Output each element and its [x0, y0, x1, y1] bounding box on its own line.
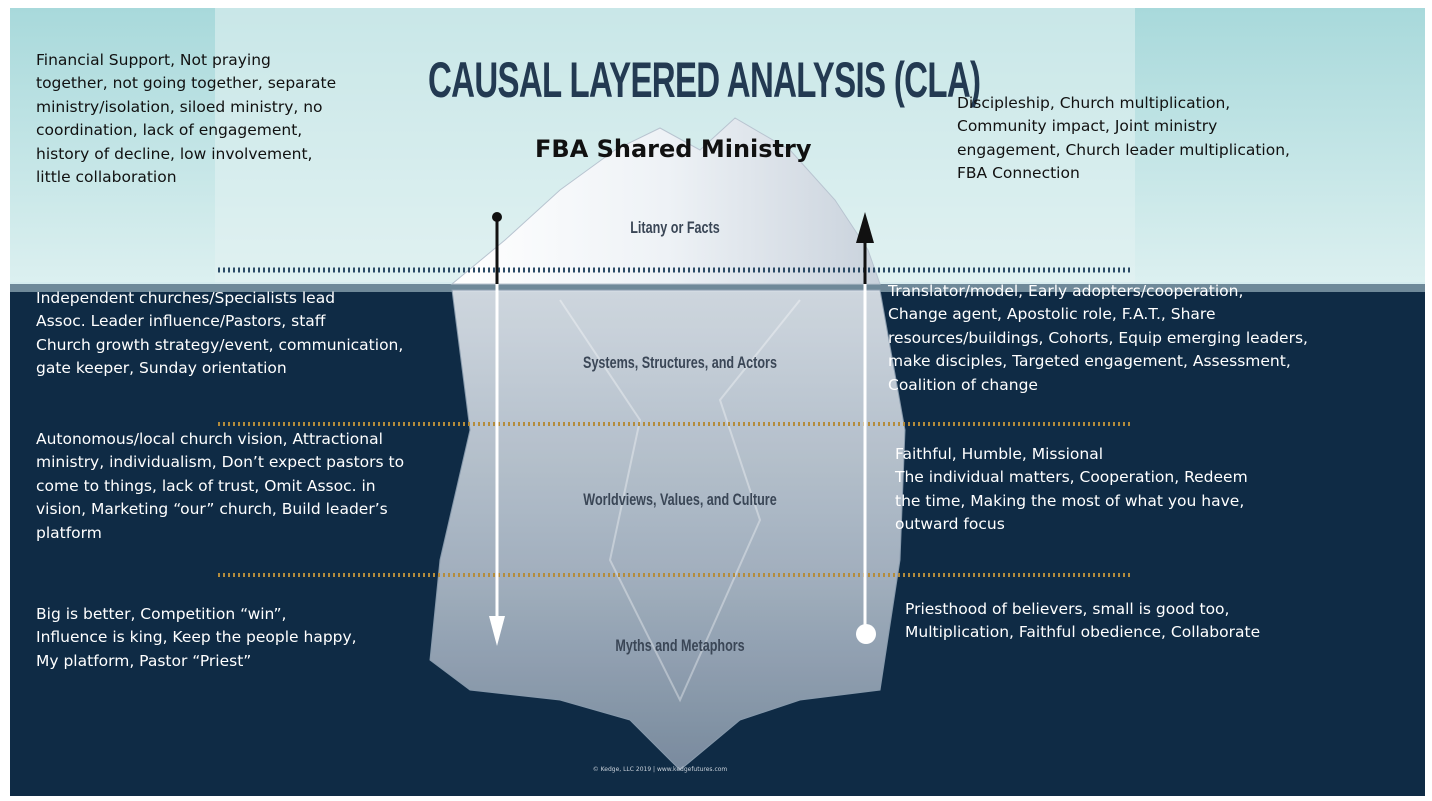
layer-label-litany: Litany or Facts [630, 218, 720, 237]
diagram-title: CAUSAL LAYERED ANALYSIS (CLA) [428, 52, 981, 108]
iceberg-tip [450, 117, 881, 285]
right-worldviews-text: Faithful, Humble, Missional The individu… [895, 445, 1248, 534]
layer-label-worldviews: Worldviews, Values, and Culture [583, 490, 777, 509]
left-myths-text: Big is better, Competition “win”, Influe… [36, 605, 357, 670]
iceberg-body [429, 289, 906, 771]
right-litany-text: Discipleship, Church multiplication, Com… [957, 94, 1290, 183]
diagram-subtitle: FBA Shared Ministry [535, 135, 812, 163]
left-worldviews-text: Autonomous/local church vision, Attracti… [36, 430, 405, 542]
up-arrow-start [856, 624, 876, 644]
layer-label-systems: Systems, Structures, and Actors [583, 353, 777, 372]
down-arrow-start [492, 212, 502, 222]
right-myths-text: Priesthood of believers, small is good t… [905, 600, 1261, 642]
right-systems-text: Translator/model, Early adopters/coopera… [888, 282, 1308, 394]
up-arrow-head [856, 212, 874, 243]
left-litany-text: Financial Support, Not praying together,… [36, 51, 337, 187]
down-arrow-head [489, 616, 505, 646]
layer-label-myths: Myths and Metaphors [615, 636, 745, 655]
copyright-credit: © Kedge, LLC 2019 | www.kedgefutures.com [592, 766, 728, 773]
left-systems-text: Independent churches/Specialists lead As… [36, 289, 404, 378]
